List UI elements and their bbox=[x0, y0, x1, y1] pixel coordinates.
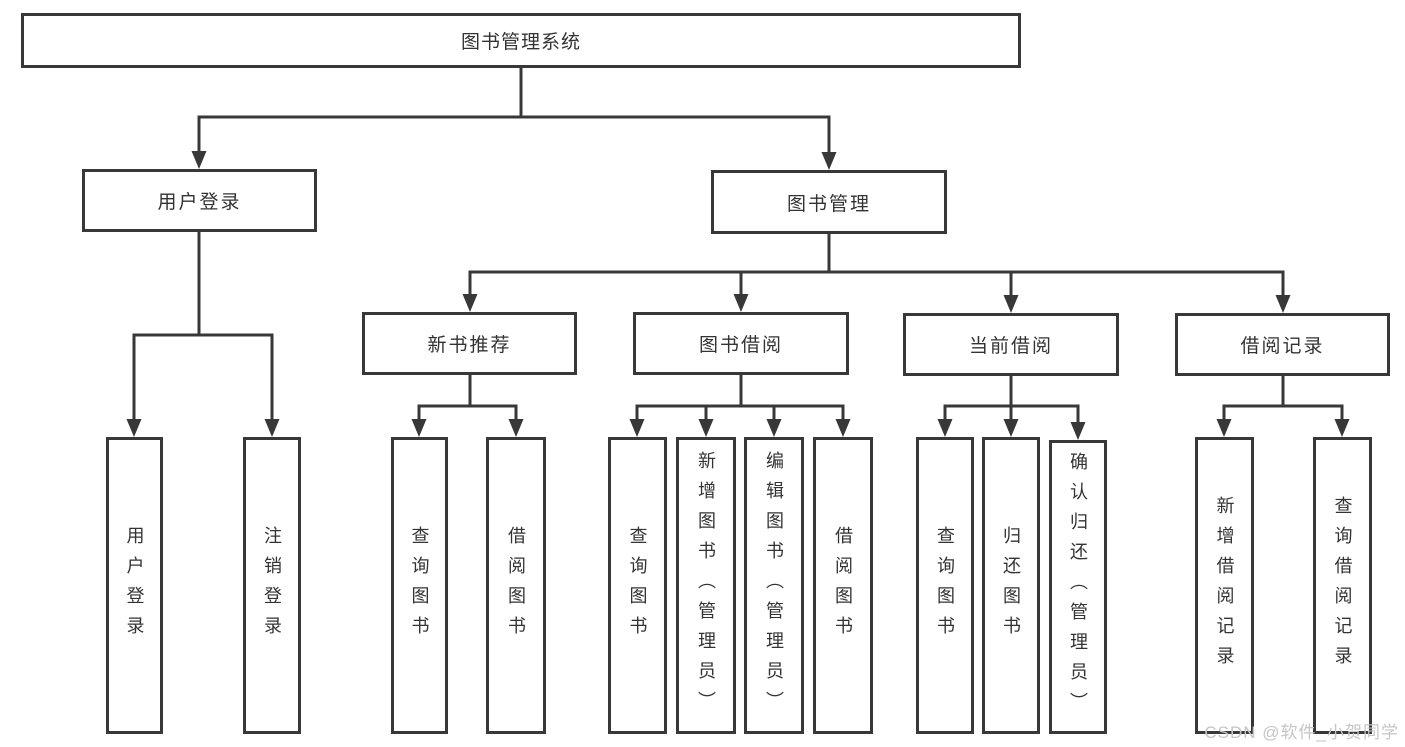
node-current-confirm-return-admin: 确认归还（管理员） bbox=[1049, 440, 1107, 734]
node-logout-leaf: 注销登录 bbox=[243, 437, 301, 734]
node-logout-leaf-label: 注销登录 bbox=[262, 525, 282, 646]
node-borrowing-query-book-label: 查询图书 bbox=[627, 525, 648, 646]
node-user-login-leaf-label: 用户登录 bbox=[124, 525, 145, 646]
node-root-label: 图书管理系统 bbox=[460, 32, 581, 53]
node-current-borrowing: 当前借阅 bbox=[903, 313, 1119, 376]
node-new-book-recommend: 新书推荐 bbox=[362, 312, 577, 375]
node-root: 图书管理系统 bbox=[21, 13, 1021, 68]
node-recommend-query-book: 查询图书 bbox=[391, 437, 448, 734]
node-book-borrowing: 图书借阅 bbox=[633, 312, 849, 375]
watermark: CSDN @软件_小贺同学 bbox=[1204, 723, 1399, 742]
node-book-management-group-label: 图书管理 bbox=[786, 193, 871, 215]
node-current-query-book: 查询图书 bbox=[916, 437, 974, 734]
node-new-book-recommend-label: 新书推荐 bbox=[427, 335, 512, 356]
node-current-return-book: 归还图书 bbox=[982, 437, 1040, 734]
node-borrowing-add-book-admin-label: 新增图书（管理员） bbox=[696, 450, 716, 721]
node-records-add-record-label: 新增借阅记录 bbox=[1214, 495, 1235, 676]
node-records-add-record: 新增借阅记录 bbox=[1195, 437, 1254, 734]
node-current-borrowing-label: 当前借阅 bbox=[968, 336, 1053, 357]
node-records-query-record: 查询借阅记录 bbox=[1313, 437, 1372, 734]
node-recommend-borrow-book-label: 借阅图书 bbox=[506, 525, 526, 646]
node-user-login-group: 用户登录 bbox=[82, 169, 317, 232]
node-recommend-query-book-label: 查询图书 bbox=[409, 525, 430, 646]
node-book-borrowing-label: 图书借阅 bbox=[698, 335, 783, 356]
node-user-login-leaf: 用户登录 bbox=[106, 437, 163, 734]
node-borrowing-records: 借阅记录 bbox=[1175, 313, 1390, 376]
node-recommend-borrow-book: 借阅图书 bbox=[486, 437, 546, 734]
node-borrowing-edit-book-admin: 编辑图书（管理员） bbox=[744, 437, 804, 734]
node-borrowing-records-label: 借阅记录 bbox=[1240, 336, 1325, 357]
node-borrowing-edit-book-admin-label: 编辑图书（管理员） bbox=[764, 450, 784, 721]
node-borrowing-add-book-admin: 新增图书（管理员） bbox=[676, 437, 736, 734]
node-borrowing-borrow-book: 借阅图书 bbox=[813, 437, 873, 734]
node-user-login-group-label: 用户登录 bbox=[157, 192, 242, 213]
node-borrowing-query-book: 查询图书 bbox=[608, 437, 667, 734]
node-current-query-book-label: 查询图书 bbox=[935, 525, 955, 646]
node-records-query-record-label: 查询借阅记录 bbox=[1332, 495, 1353, 676]
node-borrowing-borrow-book-label: 借阅图书 bbox=[833, 525, 853, 646]
node-book-management-group: 图书管理 bbox=[711, 170, 947, 234]
node-current-confirm-return-admin-label: 确认归还（管理员） bbox=[1068, 452, 1088, 722]
node-current-return-book-label: 归还图书 bbox=[1001, 525, 1021, 646]
